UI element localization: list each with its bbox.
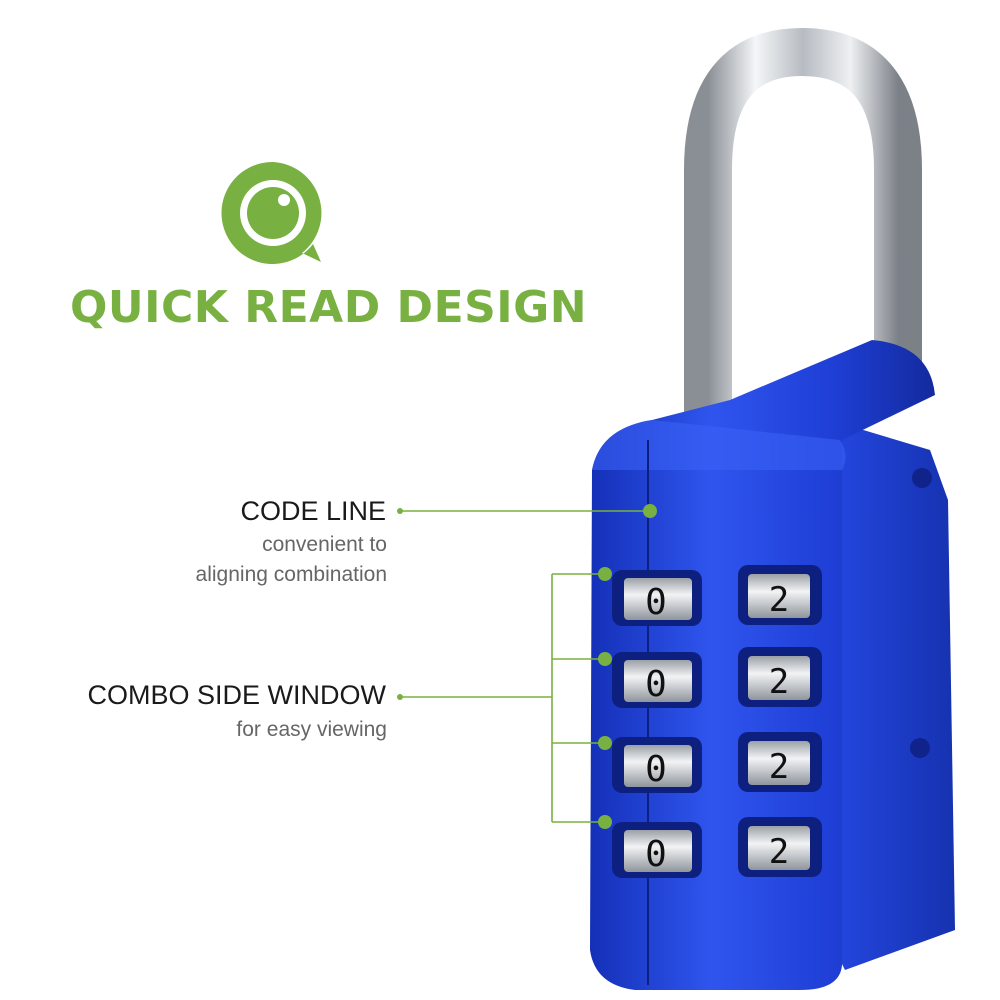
svg-text:0: 0 xyxy=(645,582,667,623)
svg-text:0: 0 xyxy=(645,834,667,875)
svg-text:0: 0 xyxy=(645,749,667,790)
code-line-title: CODE LINE xyxy=(240,496,386,526)
headline: QUICK READ DESIGN xyxy=(70,282,588,333)
code-line-desc-1: convenient to xyxy=(262,533,387,556)
shackle-icon xyxy=(684,27,922,470)
svg-text:0: 0 xyxy=(645,664,667,705)
code-line-desc-2: aligning combination xyxy=(195,563,387,586)
eye-circle-icon xyxy=(221,161,322,264)
combination-dials: 0 2 0 2 0 2 0 2 xyxy=(612,565,822,878)
combo-window-desc: for easy viewing xyxy=(236,718,387,741)
combo-window-title: COMBO SIDE WINDOW xyxy=(87,680,387,710)
svg-text:2: 2 xyxy=(769,662,789,702)
svg-text:2: 2 xyxy=(769,580,789,620)
svg-text:2: 2 xyxy=(769,832,789,872)
svg-text:2: 2 xyxy=(769,747,789,787)
